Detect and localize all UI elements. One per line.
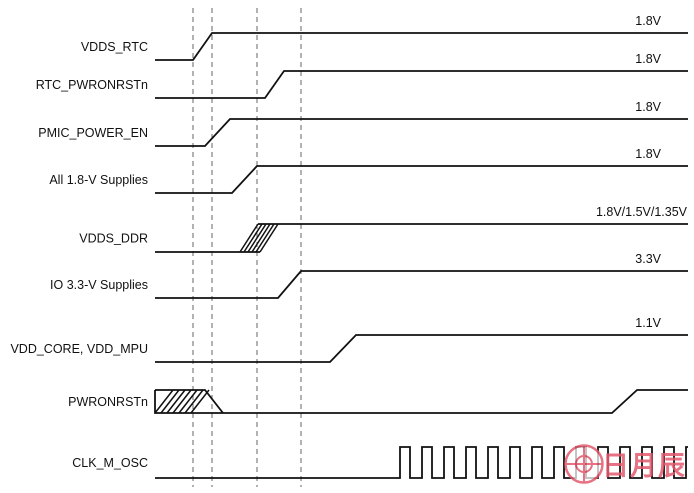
signal-label: VDDS_DDR xyxy=(79,232,148,246)
hatch-line xyxy=(166,389,186,414)
signal-label: CLK_M_OSC xyxy=(72,456,148,470)
watermark: 日月辰 xyxy=(564,444,686,484)
watermark-logo-inner-circle xyxy=(575,455,593,473)
hatch-line xyxy=(255,223,275,253)
hatch-line xyxy=(190,389,210,414)
hatch-line xyxy=(247,223,267,253)
waveform xyxy=(154,389,688,414)
signal-label: RTC_PWRONRSTn xyxy=(36,78,148,92)
signal-row: PWRONRSTn xyxy=(68,389,688,414)
voltage-label: 1.8V xyxy=(635,147,661,161)
signal-label: VDDS_RTC xyxy=(81,40,148,54)
signal-row: All 1.8-V Supplies 1.8V xyxy=(49,147,688,194)
hatch-line xyxy=(239,223,259,253)
voltage-label: 1.8V/1.5V/1.35V xyxy=(596,205,688,219)
hatch-line xyxy=(178,389,198,414)
waveform xyxy=(155,223,688,253)
waveform xyxy=(155,118,688,147)
voltage-label: 1.8V xyxy=(635,14,661,28)
waveform xyxy=(155,70,688,99)
voltage-label: 1.8V xyxy=(635,52,661,66)
signal-row: PMIC_POWER_EN 1.8V xyxy=(38,100,688,147)
waveform xyxy=(155,165,688,194)
hatch-line xyxy=(154,389,174,414)
waveform xyxy=(155,270,688,299)
waveform xyxy=(155,446,688,479)
signal-label: IO 3.3-V Supplies xyxy=(50,278,148,292)
signal-row: VDD_CORE, VDD_MPU 1.1V xyxy=(10,316,688,363)
hatch-line xyxy=(243,223,263,253)
signal-row: IO 3.3-V Supplies 3.3V xyxy=(50,252,688,299)
watermark-text: 日月辰 xyxy=(602,451,686,481)
signal-label: All 1.8-V Supplies xyxy=(49,173,148,187)
waveform xyxy=(155,32,688,61)
signal-row: CLK_M_OSC xyxy=(72,446,688,479)
hatch-line xyxy=(172,389,192,414)
signal-row: VDDS_DDR 1.8V/1.5V/1.35V xyxy=(79,205,688,253)
signal-label: PWRONRSTn xyxy=(68,395,148,409)
hatch-line xyxy=(251,223,271,253)
signal-label: VDD_CORE, VDD_MPU xyxy=(10,342,148,356)
hatch-line xyxy=(259,223,279,253)
signal-row: VDDS_RTC 1.8V xyxy=(81,14,688,61)
waveform xyxy=(155,334,688,363)
signal-row: RTC_PWRONRSTn 1.8V xyxy=(36,52,688,99)
voltage-label: 1.1V xyxy=(635,316,661,330)
hatch-line xyxy=(184,389,204,414)
signal-label: PMIC_POWER_EN xyxy=(38,126,148,140)
voltage-label: 1.8V xyxy=(635,100,661,114)
voltage-label: 3.3V xyxy=(635,252,661,266)
hatch-line xyxy=(160,389,180,414)
